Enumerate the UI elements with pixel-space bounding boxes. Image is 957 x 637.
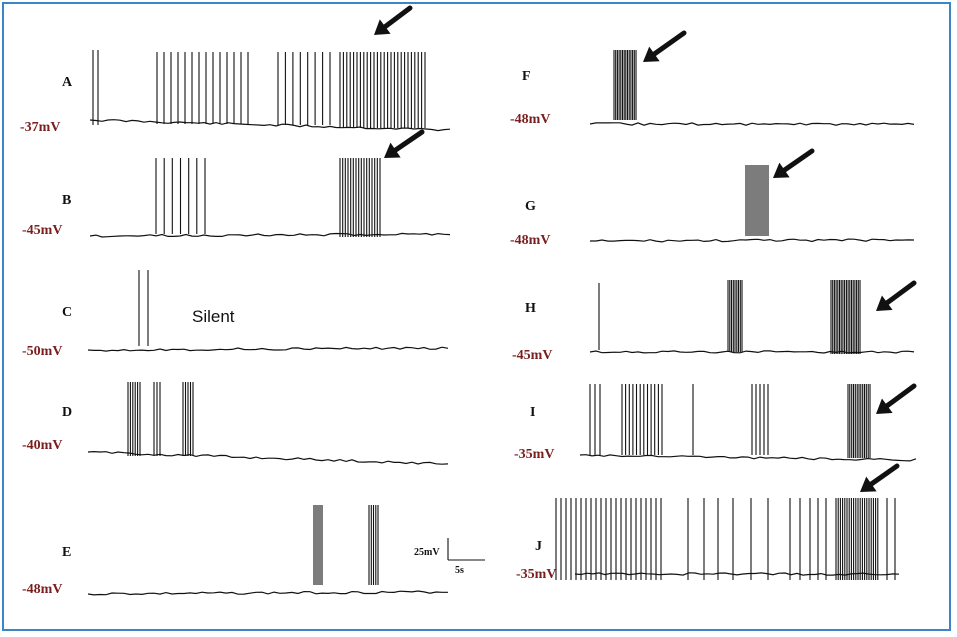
spikes-a <box>92 50 99 125</box>
arrow-icon-b <box>384 129 425 158</box>
panel-label-b: B <box>62 193 71 208</box>
panel-label-h: H <box>525 301 536 316</box>
spikes-i-4 <box>751 384 769 455</box>
trace-b <box>89 232 451 238</box>
arrow-icon-f <box>643 30 687 62</box>
spikes-g <box>745 165 769 236</box>
voltage-label-a: -37mV <box>20 120 60 135</box>
spikes-b-1 <box>155 158 206 234</box>
trace-j <box>574 572 900 576</box>
spikes-h-1 <box>727 280 743 352</box>
voltage-label-c: -50mV <box>22 344 62 359</box>
voltage-label-i: -35mV <box>514 447 554 462</box>
spikes-i-2 <box>621 384 663 455</box>
voltage-label-j: -35mV <box>516 567 556 582</box>
trace-d <box>87 450 449 465</box>
spikes-b-2 <box>339 158 381 237</box>
spikes-e-1 <box>313 505 323 585</box>
voltage-label-h: -45mV <box>512 348 552 363</box>
spikes-i-1 <box>589 384 601 455</box>
trace-g <box>590 238 915 243</box>
trace-h <box>589 350 915 354</box>
trace-i <box>579 454 917 462</box>
trace-f <box>589 122 915 126</box>
panel-label-d: D <box>62 405 72 420</box>
panel-label-c: C <box>62 305 72 320</box>
panel-label-i: I <box>530 405 535 420</box>
spikes-a-1 <box>156 52 249 124</box>
arrow-icon-g <box>773 148 815 178</box>
arrows <box>374 5 917 492</box>
arrow-icon-j <box>860 463 900 492</box>
voltage-label-d: -40mV <box>22 438 62 453</box>
action-potential-spikes <box>92 50 896 585</box>
spikes-f <box>613 50 637 120</box>
spikes-d-1 <box>127 382 141 456</box>
silent-annotation: Silent <box>192 307 235 326</box>
trace-c <box>87 346 449 352</box>
panel-label-a: A <box>62 75 73 90</box>
trace-a <box>89 119 451 132</box>
spikes-e-2 <box>368 505 379 585</box>
scale-bar: 25mV 5s <box>414 538 485 576</box>
spikes-h-2 <box>830 280 861 354</box>
spikes-j <box>555 498 896 580</box>
scale-bar-time: 5s <box>455 565 464 576</box>
figure-frame <box>2 2 951 631</box>
scale-bar-voltage: 25mV <box>414 547 440 558</box>
voltage-label-e: -48mV <box>22 582 62 597</box>
spikes-d-3 <box>182 382 194 456</box>
spikes-a-2 <box>277 52 331 125</box>
spikes-i-5 <box>847 384 871 458</box>
spikes-a-3 <box>339 52 426 128</box>
trace-e <box>87 590 448 596</box>
panel-label-g: G <box>525 199 536 214</box>
arrow-icon-h <box>876 280 917 311</box>
panel-label-e: E <box>62 545 71 560</box>
panel-label-f: F <box>522 69 531 84</box>
arrow-icon-a <box>374 5 413 35</box>
voltage-label-g: -48mV <box>510 233 550 248</box>
arrow-icon-i <box>876 383 917 414</box>
voltage-label-f: -48mV <box>510 112 550 127</box>
spikes-d-2 <box>153 382 161 456</box>
panel-label-j: J <box>535 539 542 554</box>
spikes-c <box>138 270 149 346</box>
voltage-label-b: -45mV <box>22 223 62 238</box>
